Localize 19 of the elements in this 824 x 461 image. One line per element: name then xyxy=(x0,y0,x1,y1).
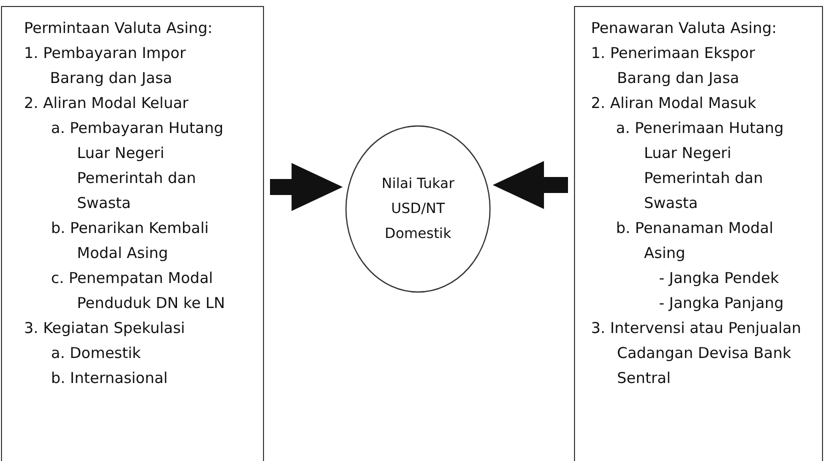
node-text: Nilai Tukar USD/NT Domestik xyxy=(380,174,456,244)
list-item: 1. Penerimaan Ekspor Barang dan Jasa xyxy=(590,43,756,89)
list-item: 3. Kegiatan Spekulasi xyxy=(23,318,186,339)
list-item: - Jangka Panjang xyxy=(658,293,785,314)
list-item: 3. Intervensi atau Penjualan Cadangan Devisa Bank Sentral xyxy=(590,318,802,389)
block-arrow xyxy=(492,161,568,209)
list-item: b. Penanaman Modal Asing xyxy=(615,218,774,264)
list-box xyxy=(1,6,264,461)
list-item: 1. Pembayaran Impor Barang dan Jasa xyxy=(23,43,187,89)
list-heading: Permintaan Valuta Asing: xyxy=(23,18,214,39)
list-item: c. Penempatan Modal Penduduk DN ke LN xyxy=(50,268,226,314)
list-item: - Jangka Pendek xyxy=(658,268,780,289)
list-box xyxy=(574,6,823,461)
list-item: 2. Aliran Modal Keluar xyxy=(23,93,190,114)
block-arrow xyxy=(270,163,343,211)
list-heading: Penawaran Valuta Asing: xyxy=(590,18,778,39)
list-item: b. Internasional xyxy=(50,368,169,389)
list-item: 2. Aliran Modal Masuk xyxy=(590,93,758,114)
list-item: a. Domestik xyxy=(50,343,142,364)
